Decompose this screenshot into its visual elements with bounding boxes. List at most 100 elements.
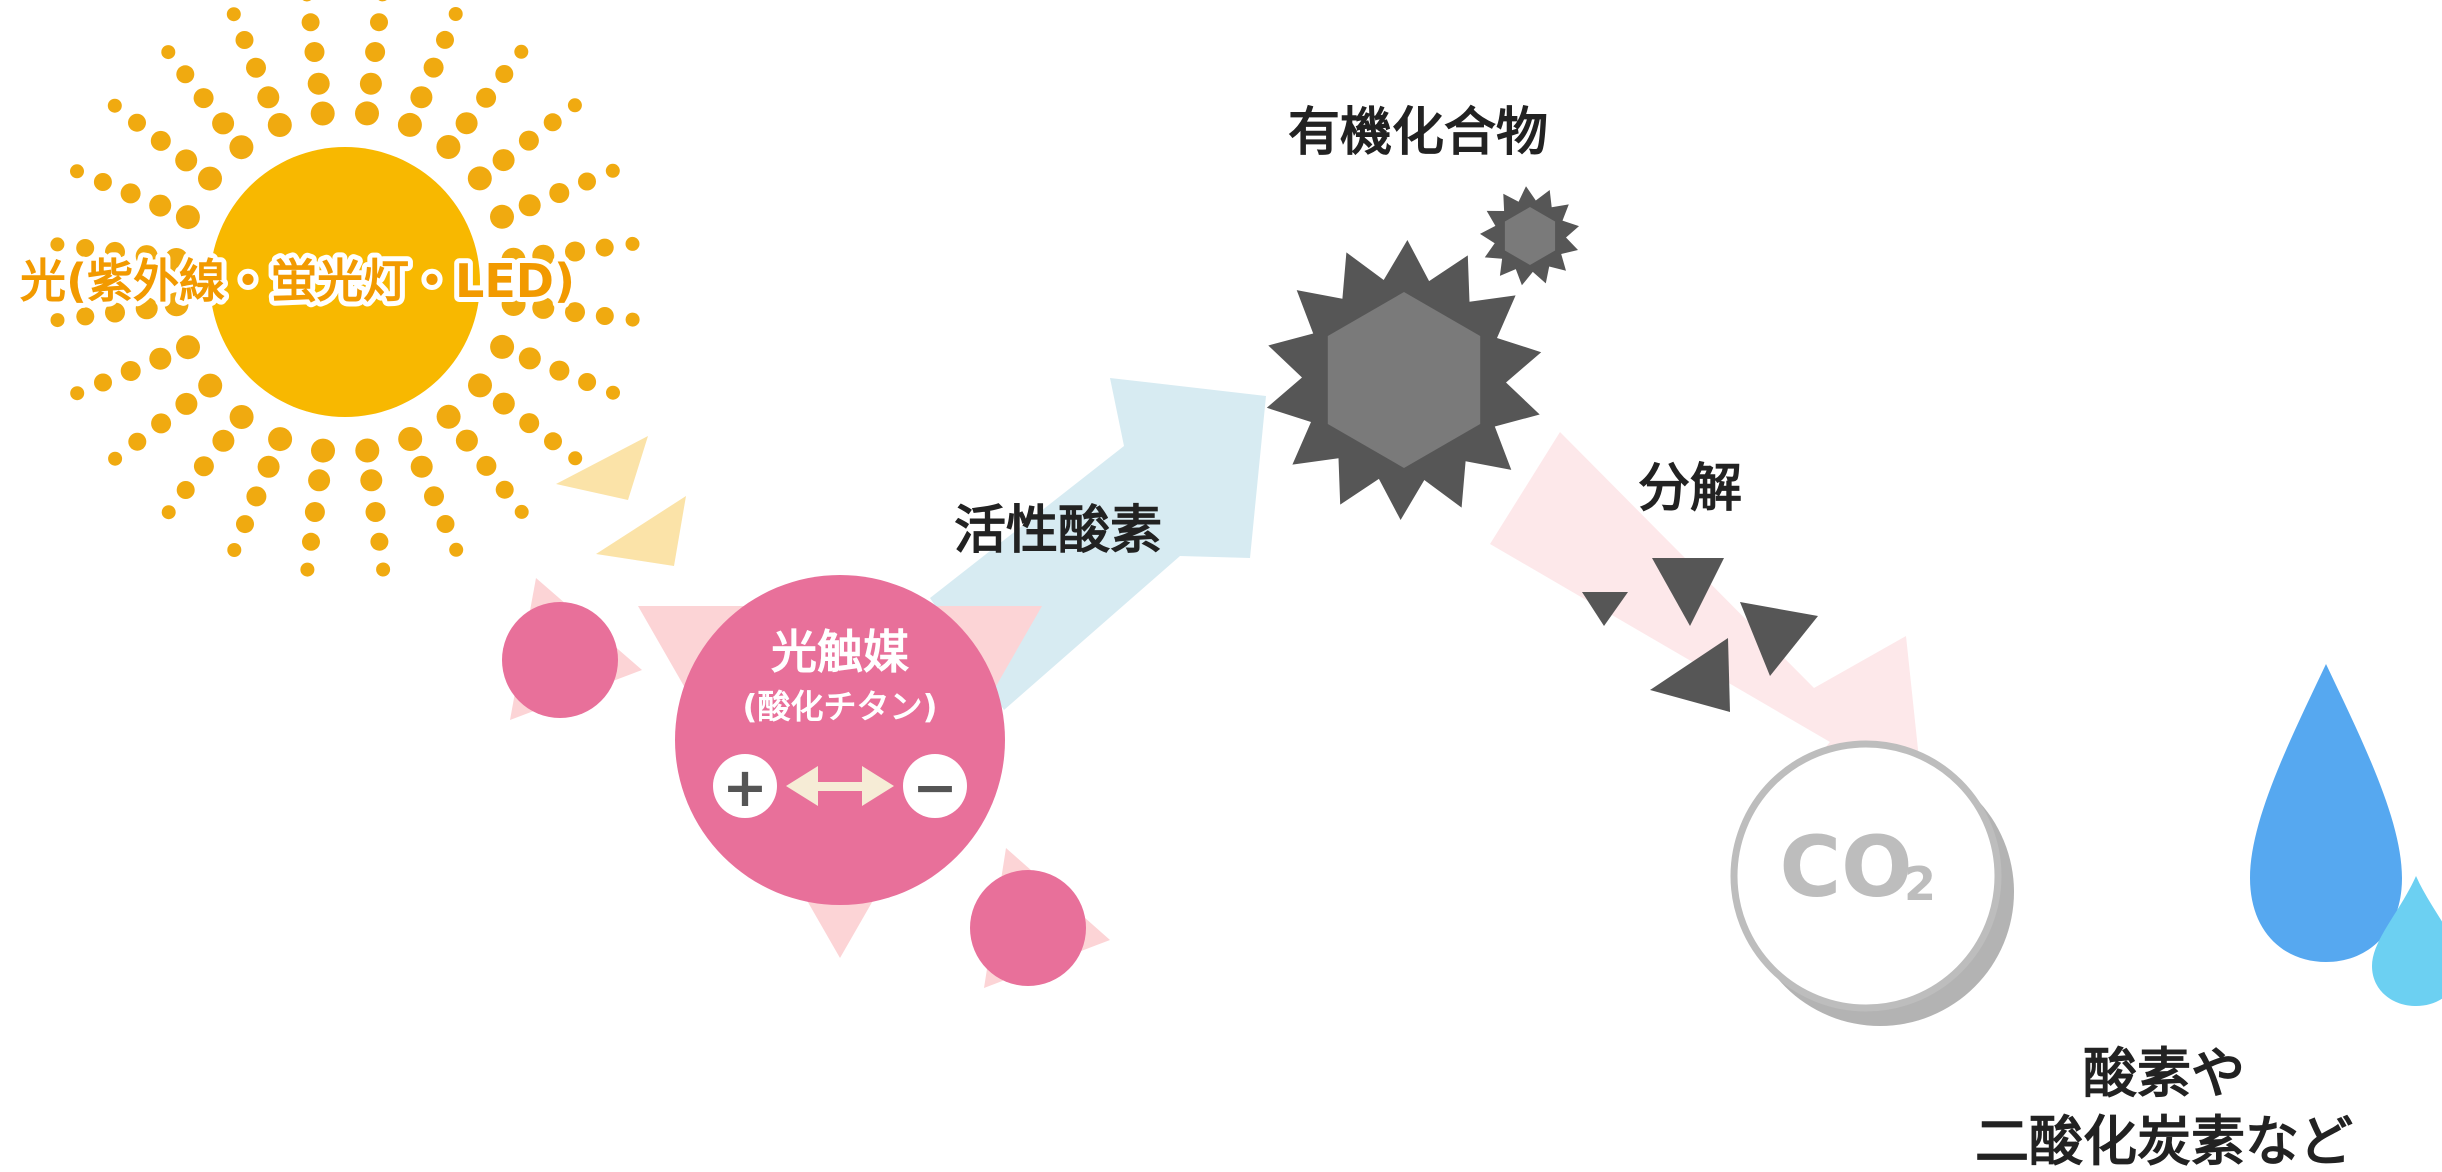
sun-ray-dot [518, 347, 541, 370]
sun-ray-dot [410, 86, 433, 109]
water-drop-small-icon [2372, 876, 2442, 1006]
organic-compound-label: 有機化合物 [1288, 103, 1548, 163]
sun-ray-dot [544, 432, 562, 451]
sun-icon [210, 147, 480, 417]
sun-ray-dot [595, 307, 614, 325]
sun-ray-dot [304, 502, 325, 522]
sun-ray-dot [378, 0, 387, 2]
sun-ray-dot [226, 7, 241, 22]
sun-ray-dot [161, 505, 176, 520]
sun-ray-dot [518, 194, 541, 217]
sun-ray-dot [176, 335, 200, 360]
sun-ray-dot [467, 166, 492, 191]
sun-ray-dot [410, 455, 433, 478]
sun-ray-dot [495, 65, 514, 83]
sun-ray-dot [301, 13, 320, 32]
sun-ray-dot [476, 87, 497, 108]
sun-ray-dot [565, 302, 585, 323]
sun-ray-dot [606, 385, 620, 400]
co2-circle [1730, 740, 2002, 1012]
decomposition-arrow [1490, 432, 1924, 820]
fragment-triangle-4 [1650, 638, 1730, 712]
result-label-line2: 二酸化炭素など [1975, 1110, 2353, 1172]
sun-ray-dot [257, 455, 280, 478]
sun-ray-dot [365, 502, 386, 522]
sun-ray-dot [578, 172, 596, 191]
sun-ray-dot [107, 98, 122, 113]
sun-ray-dot [625, 312, 640, 327]
sun-ray-dot [455, 112, 478, 135]
sun-ray-dot [449, 542, 464, 557]
double-arrow-icon [786, 766, 894, 806]
sun-ray-dot [176, 65, 195, 84]
sun-ray-dot [423, 57, 444, 78]
oxygen-molecule-left [502, 602, 618, 718]
sun-ray-dot [310, 101, 335, 126]
sun-ray-dot [532, 244, 555, 267]
sun-ray-dot [164, 248, 189, 272]
sun-ray-dot [565, 241, 585, 262]
sun-ray-dot [514, 504, 529, 519]
sun-ray-dot [198, 166, 222, 191]
sun-ray-dot [149, 347, 172, 370]
sun-ray-dot [455, 429, 478, 452]
organic-compound-large-core [1327, 292, 1481, 468]
sun-ray-dot [625, 236, 640, 251]
sun-ray-dot [436, 30, 454, 49]
sun-ray-dot [70, 164, 84, 179]
sun-ray-dot [549, 360, 570, 381]
sun-ray-dot [120, 361, 141, 381]
sun-ray-dot [360, 469, 383, 492]
sun-ray-dot [370, 13, 388, 32]
sun-ray-dot [120, 183, 141, 204]
water-drop-large-icon [2250, 664, 2402, 962]
sun-ray-dot [70, 386, 85, 401]
sun-ray-dot [175, 392, 198, 415]
sun-ray-dot [532, 296, 555, 319]
sun-ray-dot [50, 237, 65, 252]
sun-ray-dot [94, 373, 112, 392]
sun-ray-dot [135, 297, 158, 320]
sun-ray-dot [229, 135, 254, 160]
sun-ray-dot [193, 456, 214, 477]
sun-ray-dot [359, 72, 382, 95]
sun-ray-dot [175, 149, 198, 172]
sun-ray-dot [302, 532, 320, 551]
sun-ray-dot [543, 113, 562, 132]
sun-ray-dot [227, 543, 242, 557]
sun-ray-dot [212, 112, 235, 135]
sun-ray-dot [175, 205, 200, 230]
sun-ray-dot [235, 31, 254, 49]
result-label-line1: 酸素や [2083, 1042, 2245, 1105]
co2-label: CO [1779, 818, 1912, 916]
sun-ray-dot [370, 532, 389, 551]
plus-charge-label: + [722, 756, 767, 819]
sun-ray-dot [398, 427, 423, 451]
sun-ray-dot [304, 42, 325, 62]
sun-ray-dot [302, 0, 312, 2]
sun-ray-dot [492, 149, 515, 172]
sun-ray-dot [161, 45, 176, 60]
sun-ray-dot [193, 88, 214, 109]
sun-ray-dot [514, 44, 529, 59]
sun-ray-dot [236, 515, 254, 534]
sun-ray-dot [568, 451, 583, 466]
sun-ray-dot [436, 404, 461, 429]
sun-ray-dot [135, 245, 158, 268]
sun-ray-dot [376, 562, 391, 577]
sun-ray-dot [397, 112, 422, 137]
light-ray-triangle-1 [556, 436, 648, 500]
sun-ray-dot [501, 247, 526, 272]
sun-ray-dot [76, 239, 95, 257]
sun-ray-dot [490, 204, 514, 229]
sun-ray-dot [76, 307, 95, 326]
light-ray-triangle-2 [596, 496, 686, 566]
sun-rays [50, 0, 640, 577]
sun-ray-dot [300, 562, 315, 577]
sun-ray-dot [490, 334, 515, 359]
sun-ray-dot [501, 292, 526, 316]
sun-ray-dot [268, 427, 293, 452]
organic-compound-small-core [1504, 207, 1556, 265]
sun-ray-dot [151, 413, 172, 434]
